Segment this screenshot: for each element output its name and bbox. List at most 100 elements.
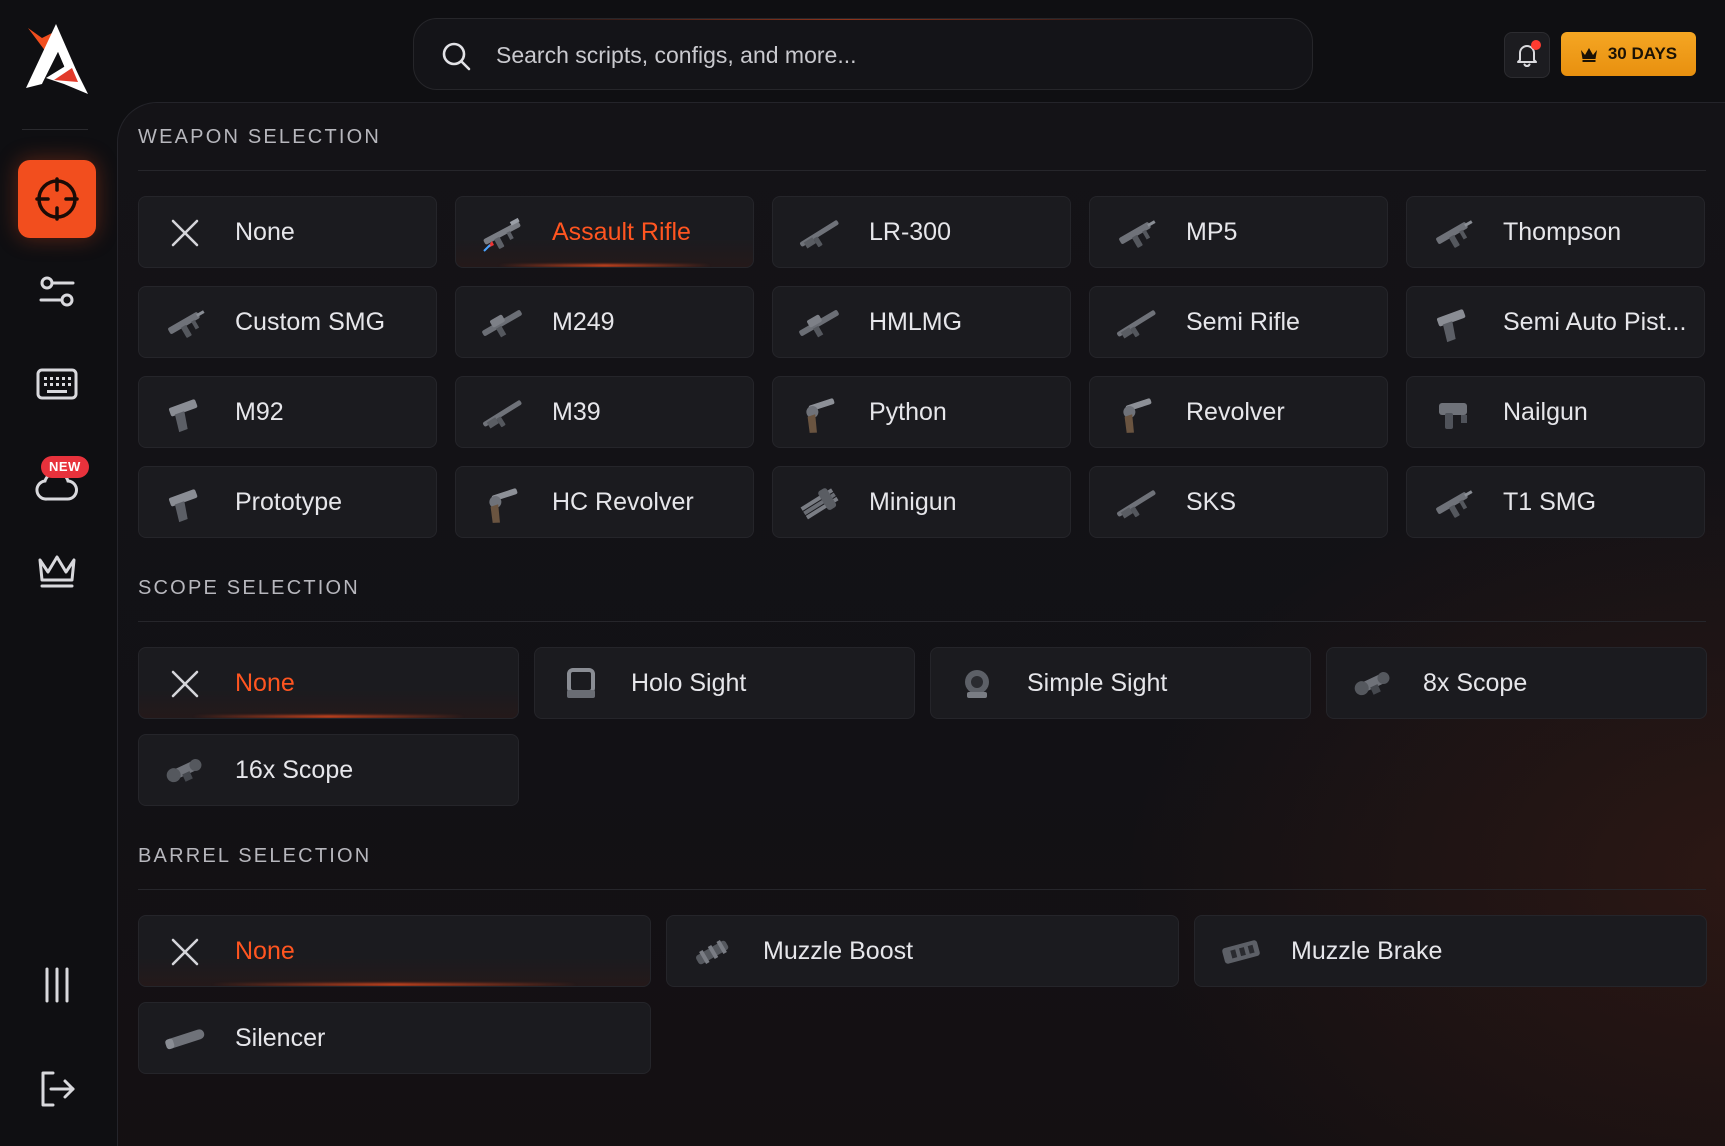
weapon-option-prototype[interactable]: Prototype [138,466,437,538]
weapon-option-label: Assault Rifle [552,217,691,246]
bars-icon [45,967,69,1003]
subscription-days-label: 30 DAYS [1607,44,1678,63]
weapon-option-label: Revolver [1186,397,1285,426]
scope-icon [166,759,202,783]
scope-option-label: Simple Sight [1027,668,1168,697]
nailgun-icon [1439,403,1467,429]
holo-sight-icon [567,668,595,698]
machine-gun-icon [799,310,839,338]
rifle-icon [483,400,522,429]
barrel-option-muzzle-brake[interactable]: Muzzle Brake [1194,915,1707,987]
scope-option-16x-scope[interactable]: 16x Scope [138,734,519,806]
scope-icon [1354,672,1390,696]
logo-icon [26,24,88,94]
sidebar-item-keybinds[interactable] [18,346,96,424]
new-badge: NEW [41,456,89,478]
scope-option-8x-scope[interactable]: 8x Scope [1326,647,1707,719]
logout-icon [41,1071,75,1107]
weapon-option-thompson[interactable]: Thompson [1406,196,1705,268]
sidebar-item-logout[interactable] [18,1050,96,1128]
weapon-option-none[interactable]: None [138,196,437,268]
weapon-option-assault-rifle[interactable]: Assault Rifle [455,196,754,268]
weapon-option-label: M39 [552,397,601,426]
weapon-option-sks[interactable]: SKS [1089,466,1388,538]
weapon-option-semi-rifle[interactable]: Semi Rifle [1089,286,1388,358]
barrel-section-title: BARREL SELECTION [138,845,372,867]
weapon-option-m39[interactable]: M39 [455,376,754,448]
minigun-icon [800,488,839,520]
weapon-option-m249[interactable]: M249 [455,286,754,358]
barrel-option-label: Muzzle Boost [763,936,914,965]
weapon-option-label: M249 [552,307,615,336]
subscription-button[interactable]: 30 DAYS [1561,32,1696,76]
close-icon [171,219,199,247]
weapon-option-hc-revolver[interactable]: HC Revolver [455,466,754,538]
weapon-option-label: Custom SMG [235,307,386,336]
weapon-option-label: Minigun [869,487,957,516]
app-logo [20,22,92,96]
scope-option-label: Holo Sight [631,668,747,697]
notifications-button[interactable] [1504,32,1550,78]
sliders-icon [39,276,75,307]
weapon-option-label: None [235,217,295,246]
weapon-option-custom-smg[interactable]: Custom SMG [138,286,437,358]
barrel-option-silencer[interactable]: Silencer [138,1002,651,1074]
weapon-option-label: LR-300 [869,217,951,246]
weapon-option-minigun[interactable]: Minigun [772,466,1071,538]
barrel-option-none[interactable]: None [138,915,651,987]
scope-option-label: 8x Scope [1423,668,1528,697]
rifle-icon [1117,490,1156,519]
weapon-option-label: MP5 [1186,217,1238,246]
weapon-option-semi-auto-pist[interactable]: Semi Auto Pist... [1406,286,1705,358]
weapon-option-label: Semi Rifle [1186,307,1300,336]
sidebar-item-settings[interactable] [18,253,96,331]
close-icon [171,670,199,698]
scope-option-simple-sight[interactable]: Simple Sight [930,647,1311,719]
section-divider [138,621,1706,622]
notification-dot [1531,40,1541,50]
weapon-option-lr-300[interactable]: LR-300 [772,196,1071,268]
sidebar-item-aim[interactable] [18,160,96,238]
assault-rifle-icon [483,217,521,252]
section-divider [138,170,1706,171]
weapon-option-label: T1 SMG [1503,487,1597,516]
revolver-icon [489,488,518,523]
scope-option-holo-sight[interactable]: Holo Sight [534,647,915,719]
weapon-option-t1-smg[interactable]: T1 SMG [1406,466,1705,538]
weapon-option-label: SKS [1186,487,1237,516]
scope-section-title: SCOPE SELECTION [138,577,360,599]
barrel-option-label: Silencer [235,1023,326,1052]
revolver-icon [1123,398,1152,433]
silencer-icon [165,1029,205,1050]
search-bar [413,18,1313,90]
muzzle-boost-icon [696,939,729,965]
weapon-section-title: WEAPON SELECTION [138,126,382,148]
weapon-option-m92[interactable]: M92 [138,376,437,448]
crown-icon [38,555,76,588]
muzzle-brake-icon [1222,940,1260,964]
sidebar-item-premium[interactable] [18,532,96,610]
sidebar-item-cloud[interactable]: NEW [18,438,96,516]
keyboard-icon [36,368,78,400]
search-input[interactable] [496,19,1286,89]
weapon-option-label: HC Revolver [552,487,694,516]
scope-grid: None Holo Sight Simple Sight 8x Scope 16x Sc… [138,647,1707,806]
weapon-option-python[interactable]: Python [772,376,1071,448]
weapon-option-mp5[interactable]: MP5 [1089,196,1388,268]
weapon-option-nailgun[interactable]: Nailgun [1406,376,1705,448]
weapon-option-hmlmg[interactable]: HMLMG [772,286,1071,358]
barrel-option-muzzle-boost[interactable]: Muzzle Boost [666,915,1179,987]
sidebar-item-menu[interactable] [18,946,96,1024]
scope-option-none[interactable]: None [138,647,519,719]
weapon-option-label: Nailgun [1503,397,1588,426]
smg-icon [1436,490,1473,518]
search-icon [442,42,471,71]
weapon-option-revolver[interactable]: Revolver [1089,376,1388,448]
smg-icon [1436,220,1473,248]
bell-icon [1517,45,1537,67]
sidebar: NEW [0,0,116,1146]
crown-icon [1580,47,1597,62]
